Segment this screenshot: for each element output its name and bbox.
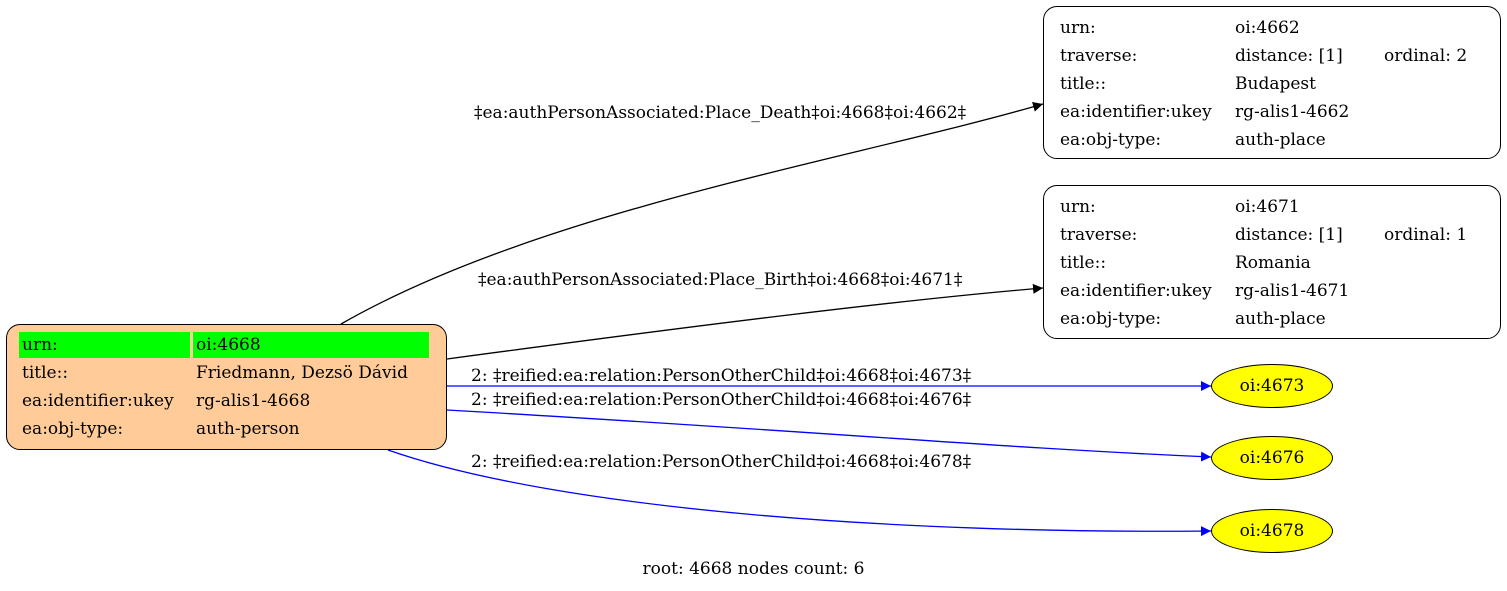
child-node-4678[interactable]: oi:4678 [1211,509,1333,553]
edge-label-child-4673: 2: ‡reified:ea:relation:PersonOtherChild… [471,366,972,386]
edge-label-place-death: ‡ea:authPersonAssociated:Place_Death‡oi:… [474,103,967,123]
place-4671-traverse-key: traverse: [1060,225,1138,245]
place-4671-title-value: Romania [1235,253,1311,273]
place-4671-ukey-value: rg-alis1-4671 [1235,281,1350,301]
place-4671-distance: distance: [1] [1235,225,1343,245]
place-4662-urn-key: urn: [1060,18,1096,38]
root-ukey-value: rg-alis1-4668 [196,391,311,411]
place-4662-row-ukey: ea:identifier:ukey rg-alis1-4662 [1057,99,1470,125]
root-row-urn: urn: oi:4668 [19,332,429,358]
place-4662-title-key: title:: [1060,74,1107,94]
place-node-4671[interactable]: urn: oi:4671 traverse: distance: [1] ord… [1043,185,1501,339]
place-4662-urn-value: oi:4662 [1235,18,1300,38]
place-4662-row-traverse: traverse: distance: [1] ordinal: 2 [1057,43,1470,69]
place-4671-row-ukey: ea:identifier:ukey rg-alis1-4671 [1057,278,1470,304]
graph-footer: root: 4668 nodes count: 6 [642,559,865,579]
place-4662-traverse-key: traverse: [1060,46,1138,66]
child-node-4673-label: oi:4673 [1239,376,1305,396]
edge-place-birth [446,283,1044,360]
place-node-4662-table: urn: oi:4662 traverse: distance: [1] ord… [1054,13,1473,155]
root-node[interactable]: urn: oi:4668 title:: Friedmann, Dezsö Dá… [6,324,447,450]
edge-place-death [340,101,1044,325]
child-node-4678-label: oi:4678 [1239,521,1305,541]
place-4671-type-value: auth-place [1235,309,1326,329]
place-4662-distance: distance: [1] [1235,46,1343,66]
place-4671-row-traverse: traverse: distance: [1] ordinal: 1 [1057,222,1470,248]
edge-child-4678 [387,449,1212,537]
place-4671-urn-value: oi:4671 [1235,197,1300,217]
place-4662-type-value: auth-place [1235,130,1326,150]
root-ukey-key: ea:identifier:ukey [22,391,174,411]
place-node-4671-table: urn: oi:4671 traverse: distance: [1] ord… [1054,192,1473,334]
place-4671-row-title: title:: Romania [1057,250,1470,276]
place-node-4662[interactable]: urn: oi:4662 traverse: distance: [1] ord… [1043,6,1501,159]
place-4662-type-key: ea:obj-type: [1060,130,1162,150]
edge-label-child-4676: 2: ‡reified:ea:relation:PersonOtherChild… [471,390,972,410]
root-row-ukey: ea:identifier:ukey rg-alis1-4668 [19,388,429,414]
child-node-4673[interactable]: oi:4673 [1211,364,1333,408]
root-row-title: title:: Friedmann, Dezsö Dávid [19,360,429,386]
place-4662-ukey-key: ea:identifier:ukey [1060,102,1212,122]
child-node-4676[interactable]: oi:4676 [1211,436,1333,480]
edge-label-place-birth: ‡ea:authPersonAssociated:Place_Birth‡oi:… [478,270,963,290]
root-title-value: Friedmann, Dezsö Dávid [196,363,408,383]
place-4662-title-value: Budapest [1235,74,1316,94]
root-title-key: title:: [22,363,69,383]
place-4662-row-urn: urn: oi:4662 [1057,15,1470,41]
place-4662-ukey-value: rg-alis1-4662 [1235,102,1350,122]
edge-child-4676 [446,409,1212,462]
root-type-key: ea:obj-type: [22,419,124,439]
place-4671-ordinal: ordinal: 1 [1384,225,1468,245]
place-4671-row-type: ea:obj-type: auth-place [1057,306,1470,332]
place-4662-ordinal: ordinal: 2 [1384,46,1468,66]
place-4671-urn-key: urn: [1060,197,1096,217]
place-4662-row-title: title:: Budapest [1057,71,1470,97]
place-4671-row-urn: urn: oi:4671 [1057,194,1470,220]
child-node-4676-label: oi:4676 [1239,448,1305,468]
edge-label-child-4678: 2: ‡reified:ea:relation:PersonOtherChild… [471,452,972,472]
place-4671-type-key: ea:obj-type: [1060,309,1162,329]
root-node-table: urn: oi:4668 title:: Friedmann, Dezsö Dá… [16,330,432,444]
place-4662-row-type: ea:obj-type: auth-place [1057,127,1470,153]
root-urn-key: urn: [19,332,190,358]
root-urn-value: oi:4668 [193,332,429,358]
place-4671-ukey-key: ea:identifier:ukey [1060,281,1212,301]
root-row-type: ea:obj-type: auth-person [19,416,429,442]
place-4671-title-key: title:: [1060,253,1107,273]
root-type-value: auth-person [196,419,300,439]
